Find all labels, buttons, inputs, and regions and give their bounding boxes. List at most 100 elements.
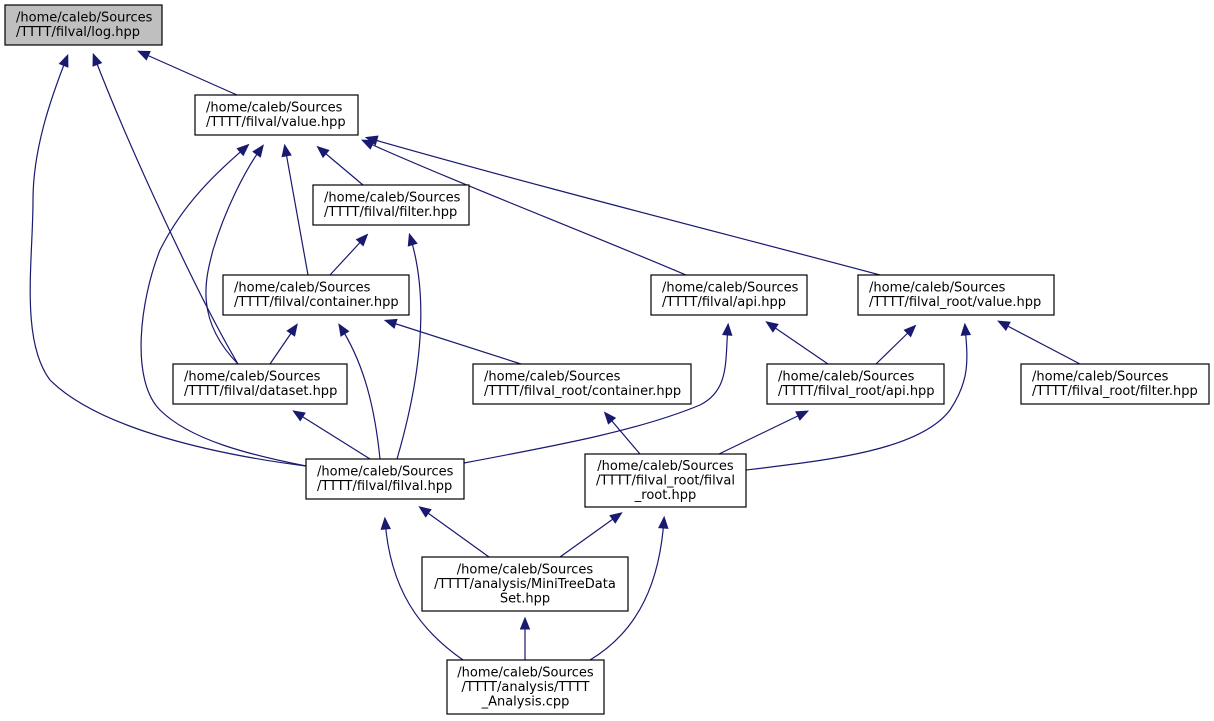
node-box (584, 453, 747, 508)
edge-line (559, 513, 621, 558)
edge-filval-to-api (463, 322, 733, 464)
edge-line (367, 137, 881, 276)
edge-root_value-to-value (364, 135, 881, 276)
node-label-line: /home/caleb/Sources (206, 101, 343, 116)
edge-arrowhead (92, 52, 103, 67)
node-label-line: /TTTT/filval/value.hpp (206, 115, 346, 130)
node-label-line: /TTTT/filval/filter.hpp (324, 205, 457, 220)
edge-line (718, 411, 807, 455)
node-label-line: /TTTT/analysis/TTTT (462, 680, 590, 695)
edge-root_filter-to-root_value (997, 320, 1081, 365)
edge-arrowhead (364, 135, 379, 146)
node-box (222, 274, 410, 316)
node-label-line: Set.hpp (500, 591, 550, 606)
edge-root_container-to-container (383, 318, 522, 365)
node-box (472, 363, 692, 405)
node-box (1020, 363, 1210, 405)
edge-arrowhead (407, 232, 418, 247)
edge-line (363, 140, 687, 276)
edge-arrowhead (58, 53, 69, 68)
node-label-line: /TTTT/filval_root/filter.hpp (1032, 384, 1198, 399)
node-container[interactable]: /home/caleb/Sources/TTTT/filval/containe… (222, 274, 410, 316)
edges-layer (29, 50, 1081, 661)
node-label-line: /TTTT/filval/log.hpp (16, 25, 140, 40)
node-label-line: /home/caleb/Sources (234, 281, 371, 296)
edge-line (396, 235, 422, 460)
node-label-line: /TTTT/filval/container.hpp (234, 295, 399, 310)
node-box (172, 363, 348, 405)
edge-dataset-to-log (92, 52, 239, 365)
node-label-line: /home/caleb/Sources (1032, 370, 1169, 385)
edge-arrowhead (316, 145, 330, 159)
node-label-line: /home/caleb/Sources (184, 370, 321, 385)
node-root-value[interactable]: /home/caleb/Sources/TTTT/filval_root/val… (857, 274, 1055, 316)
node-label-line: /home/caleb/Sources (457, 562, 594, 577)
node-root-filter[interactable]: /home/caleb/Sources/TTTT/filval_root/fil… (1020, 363, 1210, 405)
edge-filval-to-filter (396, 232, 422, 460)
edge-arrowhead (136, 50, 151, 61)
node-box (312, 184, 470, 226)
node-box (194, 94, 359, 136)
node-analysis[interactable]: /home/caleb/Sources/TTTT/analysis/TTTT_A… (446, 659, 605, 715)
node-label-line: /TTTT/filval_root/value.hpp (869, 295, 1041, 310)
edge-arrowhead (658, 515, 669, 529)
edge-analysis-to-filval_root (589, 515, 669, 661)
edge-line (139, 51, 238, 96)
node-label-line: /home/caleb/Sources (457, 665, 594, 680)
node-label-line: /TTTT/filval/api.hpp (662, 295, 786, 310)
edge-dataset-to-container (269, 323, 298, 365)
node-dataset[interactable]: /home/caleb/Sources/TTTT/filval/dataset.… (172, 363, 348, 405)
edge-line (745, 325, 968, 471)
edge-arrowhead (519, 616, 531, 630)
edge-filval-to-dataset (292, 410, 371, 460)
node-filter[interactable]: /home/caleb/Sources/TTTT/filval/filter.h… (312, 184, 470, 226)
edge-analysis-to-filval (380, 516, 464, 661)
node-label-line: _Analysis.cpp (481, 694, 570, 709)
node-log[interactable]: /home/caleb/Sources/TTTT/filval/log.hpp (4, 4, 163, 46)
node-root-api[interactable]: /home/caleb/Sources/TTTT/filval_root/api… (766, 363, 945, 405)
edge-arrowhead (960, 322, 972, 336)
node-label-line: /home/caleb/Sources (317, 465, 454, 480)
node-value[interactable]: /home/caleb/Sources/TTTT/filval/value.hp… (194, 94, 359, 136)
edge-arrowhead (997, 320, 1011, 332)
edge-filval-to-log (29, 53, 307, 467)
edge-arrowhead (252, 144, 264, 158)
edge-arrowhead (236, 143, 250, 157)
edge-arrowhead (795, 410, 809, 421)
node-box (4, 4, 163, 46)
edge-value-to-log (136, 50, 238, 96)
edge-root_api-to-root_value (875, 324, 917, 365)
edge-arrowhead (383, 318, 398, 329)
edge-arrowhead (418, 506, 432, 518)
edge-filval-to-container (338, 323, 381, 460)
node-label-line: _root.hpp (634, 488, 696, 503)
node-label-line: /TTTT/filval/dataset.hpp (184, 384, 337, 399)
node-label-line: /home/caleb/Sources (778, 370, 915, 385)
node-minitree[interactable]: /home/caleb/Sources/TTTT/analysis/MiniTr… (421, 556, 629, 612)
edge-arrowhead (903, 324, 917, 338)
edge-arrowhead (380, 516, 391, 530)
edge-arrowhead (338, 323, 350, 337)
edge-filval-to-value (140, 143, 307, 467)
edge-container-to-value (281, 143, 309, 276)
edge-minitree-to-filval (418, 506, 490, 558)
edge-line (420, 507, 490, 558)
edge-arrowhead (286, 323, 298, 337)
node-filval[interactable]: /home/caleb/Sources/TTTT/filval/filval.h… (305, 458, 465, 500)
edge-filval_root-to-root_value (745, 322, 972, 471)
node-box (446, 659, 605, 715)
node-label-line: /home/caleb/Sources (324, 191, 461, 206)
edge-line (140, 145, 307, 467)
node-label-line: /TTTT/analysis/MiniTreeData (434, 577, 616, 592)
node-label-line: /home/caleb/Sources (16, 11, 153, 26)
node-api[interactable]: /home/caleb/Sources/TTTT/filval/api.hpp (650, 274, 808, 316)
node-root-container[interactable]: /home/caleb/Sources/TTTT/filval_root/con… (472, 363, 692, 405)
node-filval-root[interactable]: /home/caleb/Sources/TTTT/filval_root/fil… (584, 453, 747, 508)
node-label-line: /TTTT/filval_root/filval (596, 473, 735, 488)
node-box (421, 556, 629, 612)
edge-line (386, 320, 522, 365)
edge-root_api-to-api (765, 321, 829, 365)
edge-arrowhead (360, 139, 375, 150)
edge-filter-to-value (316, 145, 364, 186)
